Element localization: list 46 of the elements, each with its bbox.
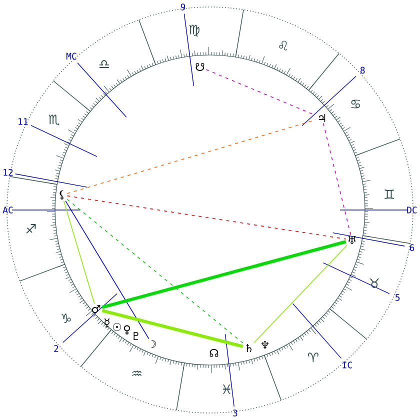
planet-glyph: ♇	[134, 332, 138, 340]
zodiac-sign: ♈	[308, 352, 318, 362]
aspect-line	[102, 309, 244, 348]
aspect-line	[63, 200, 95, 304]
house-number: IC	[342, 362, 352, 368]
zodiac-sign: ♉	[370, 278, 380, 288]
zodiac-sign: ♋	[351, 100, 360, 108]
house-number: DC	[407, 206, 417, 214]
house-number: 2	[54, 345, 58, 352]
planet-glyph: ☋	[196, 63, 204, 71]
aspect-line	[102, 240, 346, 309]
planet-glyph: ♅	[348, 236, 356, 244]
zodiac-sign: ♍	[189, 24, 200, 37]
house-number: 9	[180, 4, 186, 10]
zodiac-sign: ♌	[279, 40, 288, 50]
planet-glyph: ♃	[318, 114, 326, 122]
house-number: MC	[66, 52, 76, 60]
zodiac-sign: ♊	[384, 190, 394, 200]
house-number: AC	[2, 206, 13, 214]
house-number: 3	[233, 410, 238, 416]
house-number: 6	[410, 244, 414, 252]
planet-glyph: ♆	[261, 341, 269, 350]
planet-glyph: ☽	[151, 340, 156, 348]
planet-glyph: ☊	[210, 349, 218, 357]
house-number: 5	[396, 294, 400, 301]
aspect-line	[66, 195, 346, 240]
aspect-line	[66, 119, 316, 194]
zodiac-sign: ♒	[132, 370, 142, 376]
zodiac-sign: ♐	[26, 224, 36, 234]
planet-glyph: ♄	[246, 344, 252, 352]
aspect-line	[322, 122, 352, 236]
planet-glyph: ♀	[124, 325, 130, 335]
planet-glyph: ⚸	[60, 190, 64, 200]
house-number: 8	[360, 66, 365, 74]
aspect-line	[65, 200, 150, 340]
planet-glyph: ☿	[104, 318, 110, 328]
zodiac-sign: ♓	[222, 384, 230, 394]
aspect-line	[66, 198, 244, 344]
house-number: 12	[4, 168, 13, 176]
planet-glyph: ♂	[92, 304, 100, 314]
aspect-line	[254, 244, 348, 344]
house-number: 11	[18, 118, 28, 125]
zodiac-sign: ♎	[99, 60, 109, 68]
zodiac-sign: ♏	[48, 114, 60, 126]
zodiac-sign: ♑	[62, 314, 71, 324]
planet-glyph: ☉	[112, 323, 121, 332]
